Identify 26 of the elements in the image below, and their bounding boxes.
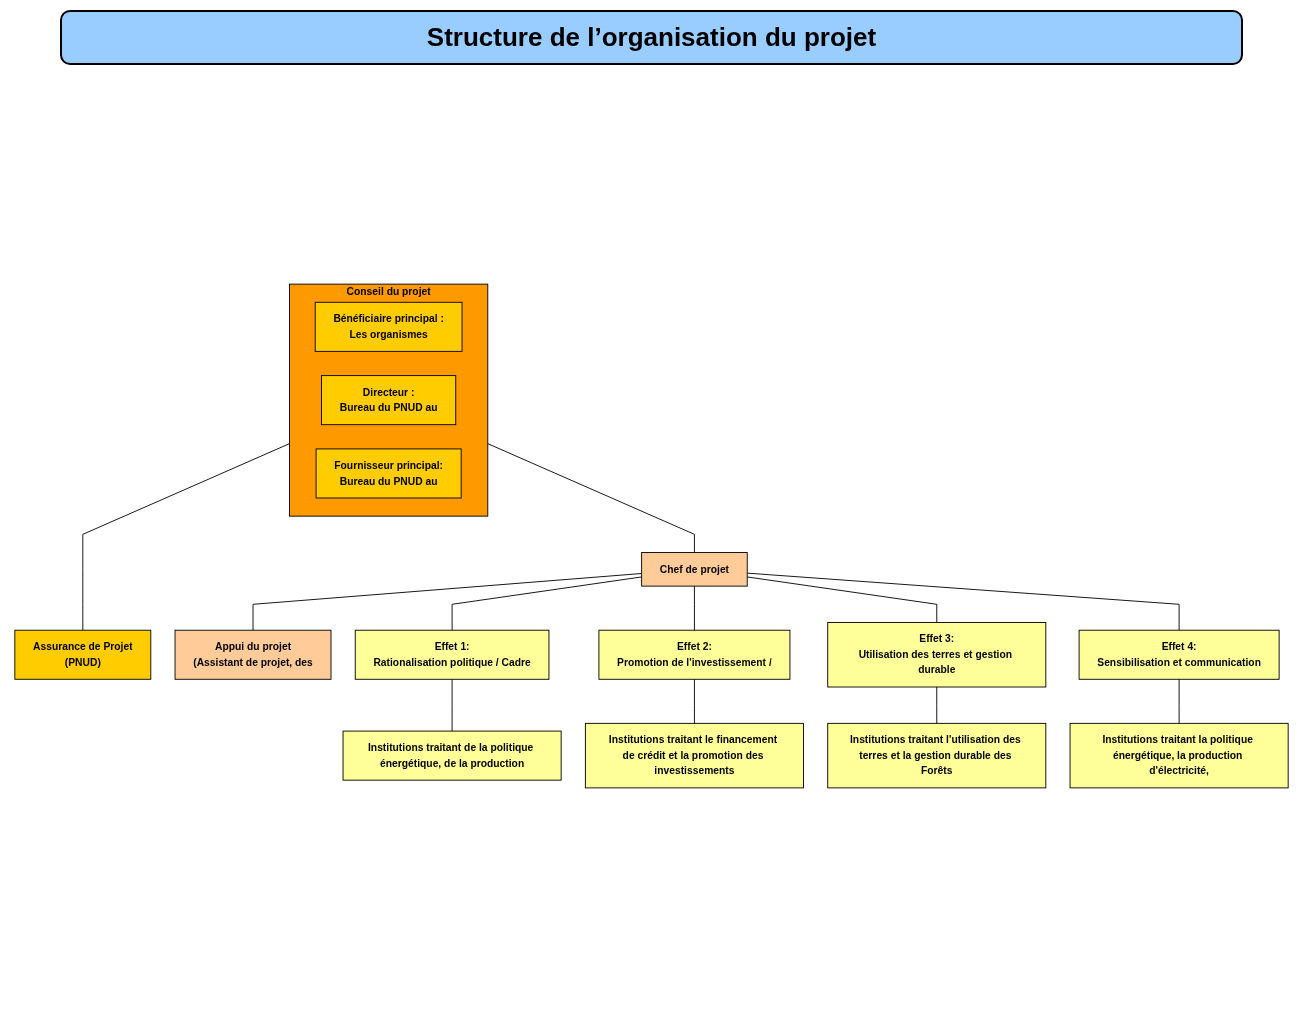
connector	[451, 576, 643, 631]
connector	[936, 686, 938, 724]
node-box: Chef de projet	[641, 552, 748, 587]
connector	[451, 678, 453, 732]
connector	[693, 678, 695, 724]
title-banner: Structure de l’organisation du projet	[60, 10, 1243, 65]
connector	[1178, 678, 1180, 724]
node-box: Assurance de Projet (PNUD)	[14, 629, 152, 680]
node-box: Bénéficiaire principal : Les organismes	[314, 301, 463, 352]
node-box: Appui du projet (Assistant de projet, des	[174, 629, 332, 680]
node-box: Institutions traitant la politique énergétique, la production d'électricité,	[1069, 722, 1289, 789]
connector	[746, 576, 938, 623]
connector	[82, 443, 290, 631]
connector	[487, 443, 695, 553]
node-box: Institutions traitant de la politique énergétique, de la production	[342, 730, 562, 781]
node-box: Effet 3: Utilisation des terres et gestion durable	[827, 622, 1047, 688]
node-box: Institutions traitant l'utilisation des terres et la gestion durable des Forêts	[827, 722, 1047, 789]
node-box: Effet 4: Sensibilisation et communication	[1078, 629, 1280, 680]
connector	[693, 585, 695, 631]
node-box: Directeur : Bureau du PNUD au	[321, 375, 457, 426]
connector	[252, 573, 643, 631]
node-box: Effet 1: Rationalisation politique / Cadre	[354, 629, 550, 680]
node-box: Fournisseur principal: Bureau du PNUD au	[315, 448, 462, 499]
node-box: Effet 2: Promotion de l'investissement /	[598, 629, 791, 680]
node-box: Institutions traitant le financement de crédit et la promotion des investissements	[584, 722, 804, 789]
connector	[746, 572, 1180, 631]
